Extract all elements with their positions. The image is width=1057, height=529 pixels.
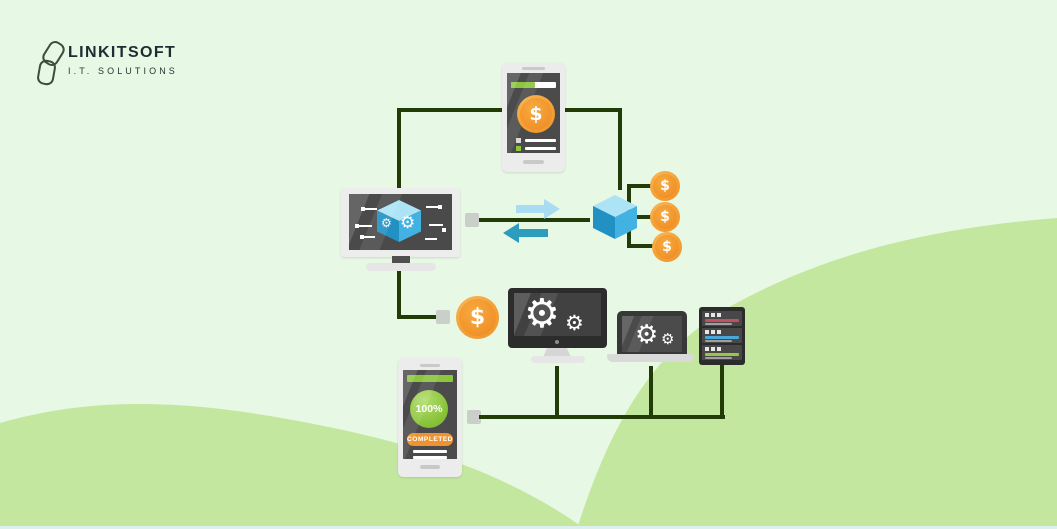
connector-line-top-right-h xyxy=(565,108,622,112)
monitor-neck xyxy=(543,348,571,357)
percent-circle: 100% xyxy=(410,390,448,428)
smartphone-top: $ xyxy=(502,63,565,172)
cube-3d-icon xyxy=(593,195,637,239)
completed-badge: COMPLETED xyxy=(407,433,453,446)
gear-icon: ⚙ xyxy=(524,293,560,336)
laptop: ⚙ ⚙ xyxy=(617,311,687,356)
brand-name: LINKITSOFT xyxy=(68,44,177,61)
gear-icon: ⚙ xyxy=(635,320,659,350)
circuit-trace xyxy=(361,207,365,211)
brand-tagline: I.T. SOLUTIONS xyxy=(68,66,178,76)
cube-gears-icon: ⚙ ⚙ xyxy=(377,200,421,242)
circuit-trace xyxy=(425,238,437,240)
connector-line-top-left-v xyxy=(397,108,401,190)
phone-speaker xyxy=(420,364,440,367)
arrow-right-icon xyxy=(516,199,560,219)
server-slot xyxy=(702,328,742,343)
gear-icon: ⚙ xyxy=(661,330,675,348)
phone-screen: $ xyxy=(507,73,560,153)
circuit-trace xyxy=(438,205,442,209)
laptop-base xyxy=(607,354,694,362)
circuit-trace xyxy=(364,208,377,210)
wave-right-blob xyxy=(577,218,1057,529)
text-line xyxy=(413,450,447,453)
connector-drop-server xyxy=(720,364,724,419)
circuit-trace xyxy=(429,224,443,226)
circuit-trace xyxy=(358,225,372,227)
connector-square-coin xyxy=(436,310,450,324)
monitor-screen: ⚙ ⚙ xyxy=(349,194,452,250)
completed-label: COMPLETED xyxy=(407,436,453,443)
gear-icon: ⚙ xyxy=(400,213,416,233)
phone-home-bar xyxy=(523,160,544,164)
progress-fill-full xyxy=(407,375,453,382)
connector-square-phone xyxy=(467,410,481,424)
connector-line-top-left-h xyxy=(397,108,502,112)
checkbox-checked-icon xyxy=(516,146,521,151)
circuit-trace xyxy=(360,235,364,239)
connector-stub-coin-2 xyxy=(635,215,651,219)
progress-fill xyxy=(511,82,535,88)
monitor-screen: ⚙ ⚙ xyxy=(514,293,601,336)
wave-left-hill xyxy=(0,404,585,529)
text-line xyxy=(413,456,447,459)
circuit-trace xyxy=(355,224,359,228)
monitor-base xyxy=(366,263,436,271)
server-rack xyxy=(699,307,745,365)
connector-line-monitor-down xyxy=(397,269,401,319)
dollar-coin-icon: $ xyxy=(652,232,682,262)
connector-line-monitor-cube xyxy=(478,218,590,222)
circuit-trace xyxy=(426,206,439,208)
dollar-coin-icon: $ xyxy=(517,95,555,133)
connector-line-bottom-bus xyxy=(479,415,725,419)
bottom-edge-strip xyxy=(0,526,1057,529)
phone-home-bar xyxy=(420,465,440,469)
connector-stub-coin-1 xyxy=(627,184,653,188)
smartphone-progress: 100% COMPLETED xyxy=(398,358,462,477)
dollar-coin-icon: $ xyxy=(456,296,499,339)
connector-line-top-right-v xyxy=(618,108,622,190)
circuit-trace xyxy=(442,228,446,232)
dollar-coin-icon: $ xyxy=(650,202,680,232)
phone-screen: 100% COMPLETED xyxy=(403,370,457,459)
brand-text: LINKITSOFT I.T. SOLUTIONS xyxy=(68,40,178,84)
phone-speaker xyxy=(522,67,545,70)
gear-icon: ⚙ xyxy=(565,311,584,335)
connector-drop-laptop xyxy=(649,366,653,419)
gear-icon: ⚙ xyxy=(381,216,392,230)
percent-label: 100% xyxy=(415,403,443,415)
checklist-line xyxy=(525,139,556,142)
camera-dot xyxy=(555,340,559,344)
connector-drop-monitor xyxy=(555,366,559,419)
circuit-trace xyxy=(363,236,375,238)
monitor-base xyxy=(531,356,585,363)
progress-track xyxy=(511,82,556,88)
checkbox-icon xyxy=(516,138,521,143)
dollar-coin-icon: $ xyxy=(650,171,680,201)
connector-line-to-coin xyxy=(397,315,437,319)
logo: LINKITSOFT I.T. SOLUTIONS xyxy=(35,38,178,87)
checklist-line xyxy=(525,147,556,150)
monitor-neck xyxy=(392,256,410,264)
monitor-cube: ⚙ ⚙ xyxy=(341,188,460,257)
connector-stub-coin-3 xyxy=(627,244,654,248)
connector-square-monitor xyxy=(465,213,479,227)
laptop-screen: ⚙ ⚙ xyxy=(622,316,682,352)
desktop-monitor: ⚙ ⚙ xyxy=(508,288,607,348)
server-slot xyxy=(702,311,742,326)
arrow-left-icon xyxy=(503,223,548,243)
chain-link-icon xyxy=(35,38,68,87)
server-slot xyxy=(702,345,742,360)
